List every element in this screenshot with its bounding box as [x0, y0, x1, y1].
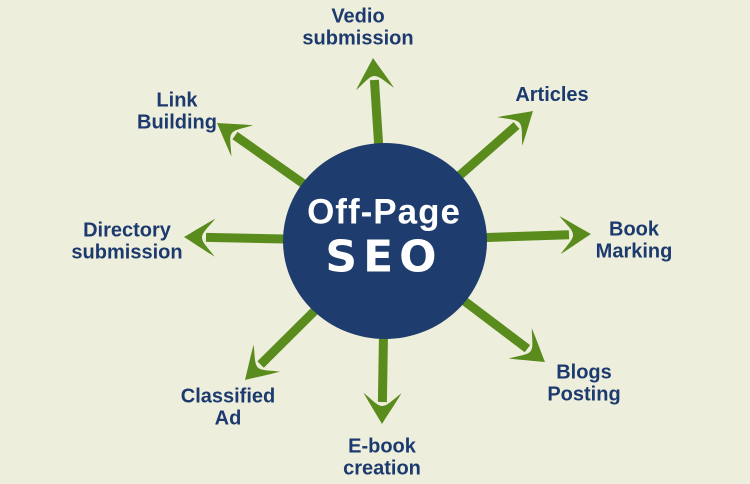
label-vedio-submission: Vedio submission	[302, 5, 414, 50]
arrow-head-icon	[245, 344, 281, 380]
center-title-line2: SEO	[325, 231, 443, 283]
arrow-head-icon	[356, 58, 394, 91]
arrow-head-icon	[184, 218, 216, 257]
arrow-head-icon	[217, 123, 254, 157]
label-ebook-creation: E-book creation	[343, 435, 421, 480]
arrow-head-icon	[497, 111, 533, 146]
label-book-marking: Book Marking	[595, 218, 673, 263]
arrow-head-icon	[559, 216, 591, 255]
arrow-head-icon	[508, 328, 545, 362]
arrow-head-icon	[363, 392, 402, 424]
label-directory-submission: Directory submission	[71, 219, 183, 264]
label-classified-ad: Classified Ad	[180, 385, 276, 430]
center-title-line1: Off-Page	[307, 192, 461, 232]
center-circle	[283, 143, 487, 339]
label-link-building: Link Building	[137, 89, 217, 134]
center-title: Off-Page SEO	[307, 192, 461, 283]
label-blogs-posting: Blogs Posting	[547, 361, 621, 406]
label-articles: Articles	[515, 83, 589, 106]
